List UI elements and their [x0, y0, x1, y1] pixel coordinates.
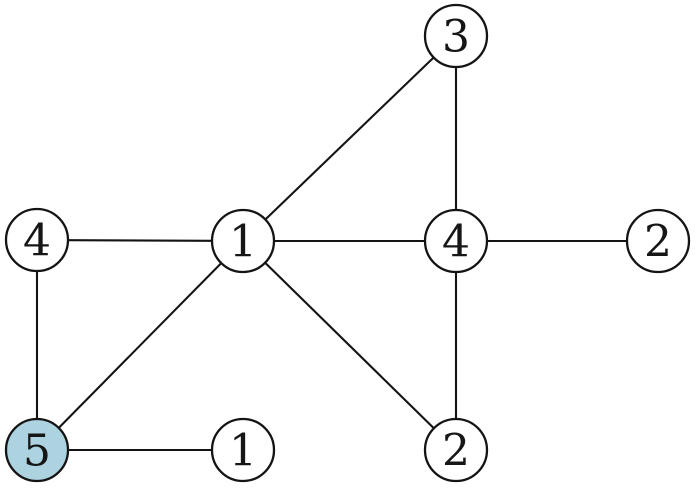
node-label: 2 — [442, 426, 470, 477]
node-label: 4 — [442, 217, 470, 268]
node-circle[interactable] — [423, 208, 489, 274]
node-layer: 3 4 1 4 2 5 1 2 — [4, 3, 691, 483]
graph-node[interactable]: 5 — [4, 417, 70, 483]
node-circle[interactable] — [625, 208, 691, 274]
graph-edge — [66, 239, 214, 242]
edge-layer — [35, 56, 629, 452]
graph-node[interactable]: 2 — [625, 208, 691, 274]
graph-node[interactable]: 1 — [210, 417, 276, 483]
node-circle[interactable] — [423, 3, 489, 69]
graph-node[interactable]: 3 — [423, 3, 489, 69]
graph-node[interactable]: 1 — [210, 208, 276, 274]
node-label: 1 — [229, 426, 257, 477]
graph-edge — [264, 261, 435, 430]
graph-edge — [264, 56, 435, 221]
node-label: 5 — [23, 426, 51, 477]
graph-edge — [57, 262, 223, 429]
node-circle[interactable] — [210, 417, 276, 483]
node-circle[interactable] — [4, 207, 70, 273]
node-label: 2 — [644, 217, 672, 268]
node-circle-highlighted[interactable] — [4, 417, 70, 483]
node-label: 1 — [229, 217, 257, 268]
graph-node[interactable]: 2 — [423, 417, 489, 483]
node-circle[interactable] — [210, 208, 276, 274]
node-label: 4 — [23, 216, 51, 267]
node-label: 3 — [442, 12, 470, 63]
graph-node[interactable]: 4 — [423, 208, 489, 274]
node-circle[interactable] — [423, 417, 489, 483]
graph-node[interactable]: 4 — [4, 207, 70, 273]
